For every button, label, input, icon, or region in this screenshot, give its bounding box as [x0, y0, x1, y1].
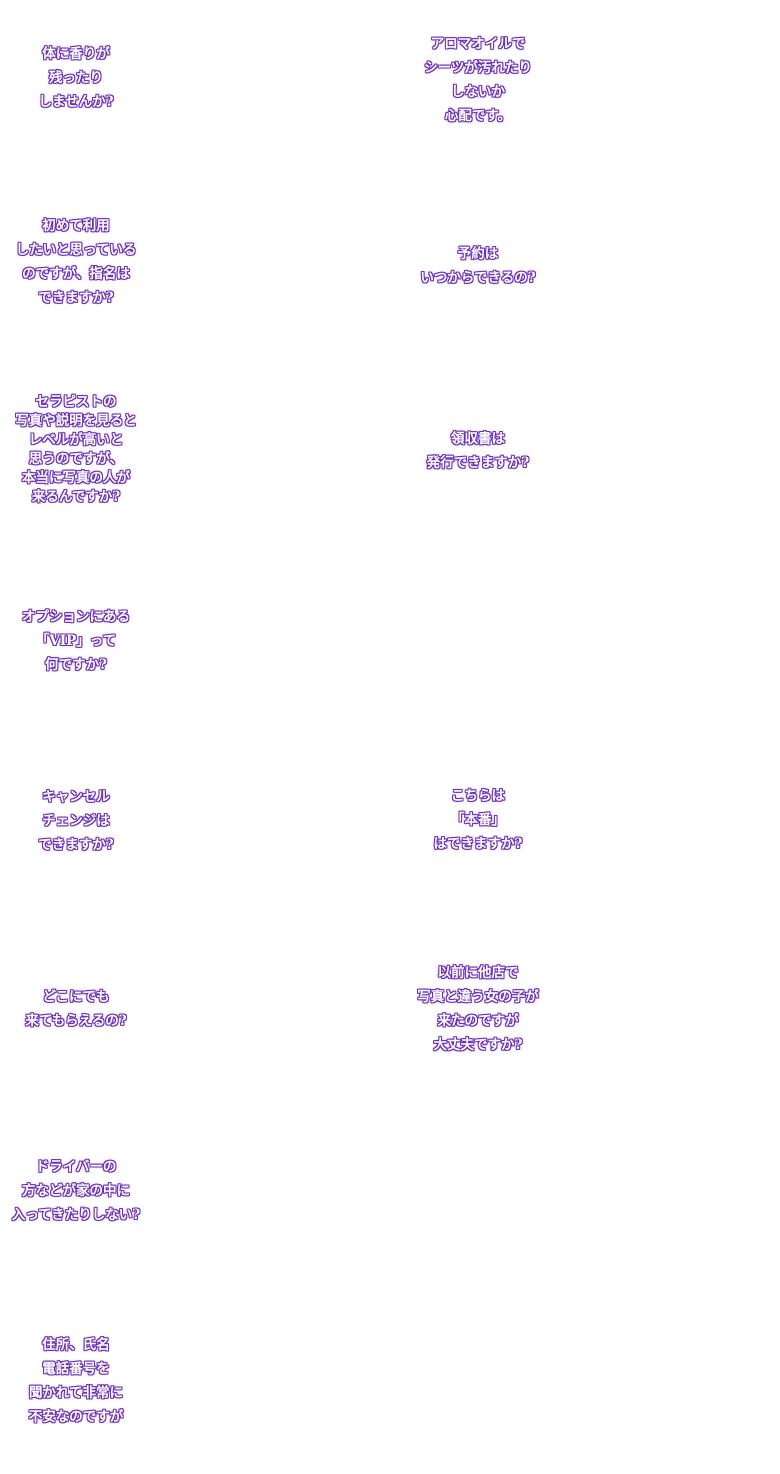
faq-question-honban[interactable]: こちらは 「本番」 はできますか? [350, 782, 606, 858]
faq-question-vip-option[interactable]: オプションにある 「VIP」って 何ですか? [0, 603, 152, 679]
faq-question-driver[interactable]: ドライバーの 方などが家の中に 入ってきたりしない? [0, 1153, 152, 1229]
faq-question-photo-accuracy[interactable]: セラピストの 写真や説明を見ると レベルが高いと 思うのですが、 本当に写真の人… [0, 392, 152, 508]
faq-question-text: 体に香りが 残ったり しませんか? [38, 46, 114, 110]
faq-question-text: どこにでも 来てもらえるの? [25, 989, 127, 1029]
faq-question-text: セラピストの 写真や説明を見ると レベルが高いと 思うのですが、 本当に写真の人… [15, 394, 137, 505]
faq-question-text: キャンセル チェンジは できますか? [38, 789, 114, 853]
faq-question-nomination[interactable]: 初めて利用 したいと思っている のですが、指名は できますか? [0, 212, 152, 312]
faq-question-reservation-timing[interactable]: 予約は いつからできるの? [350, 240, 606, 292]
faq-question-aroma-oil-sheets[interactable]: アロマオイルで シーツが汚れたり しないか 心配です。 [350, 30, 606, 130]
faq-question-text: 予約は いつからできるの? [420, 246, 536, 286]
faq-question-service-area[interactable]: どこにでも 来てもらえるの? [0, 983, 152, 1035]
faq-question-text: アロマオイルで シーツが汚れたり しないか 心配です。 [424, 36, 532, 124]
faq-question-text: 領収書は 発行できますか? [426, 431, 530, 471]
faq-question-cancel-change[interactable]: キャンセル チェンジは できますか? [0, 783, 152, 859]
faq-question-receipt[interactable]: 領収書は 発行できますか? [350, 425, 606, 477]
faq-question-different-girl[interactable]: 以前に他店で 写真と違う女の子が 来たのですが 大丈夫ですか? [350, 959, 606, 1059]
faq-question-scent[interactable]: 体に香りが 残ったり しませんか? [0, 40, 152, 116]
faq-question-text: こちらは 「本番」 はできますか? [433, 788, 523, 852]
faq-question-text: オプションにある 「VIP」って 何ですか? [22, 609, 130, 673]
faq-question-text: ドライバーの 方などが家の中に 入ってきたりしない? [11, 1159, 141, 1223]
faq-question-text: 住所、氏名 電話番号を 聞かれて非常に 不安なのですが [28, 1337, 124, 1425]
faq-question-text: 初めて利用 したいと思っている のですが、指名は できますか? [15, 218, 137, 306]
faq-question-personal-info[interactable]: 住所、氏名 電話番号を 聞かれて非常に 不安なのですが [0, 1331, 152, 1431]
faq-question-text: 以前に他店で 写真と違う女の子が 来たのですが 大丈夫ですか? [417, 965, 539, 1053]
